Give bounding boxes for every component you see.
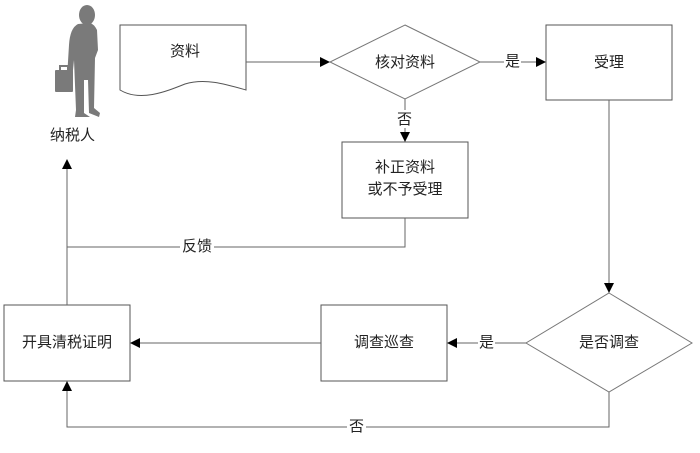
taxpayer-person-icon	[55, 5, 100, 117]
accept-label: 受理	[593, 53, 624, 71]
correct-box	[341, 141, 469, 219]
verify-label: 核对资料	[374, 53, 435, 71]
correct-label-line1: 补正资料	[374, 158, 435, 176]
edge-feedback	[67, 218, 406, 248]
certificate-label: 开具清税证明	[21, 333, 112, 351]
feedback-label: 反馈	[180, 237, 215, 255]
investigate-no-label: 否	[347, 417, 367, 435]
correct-label-line2: 或不予受理	[367, 180, 443, 198]
materials-document-shape	[119, 24, 247, 97]
verify-no-label: 否	[397, 110, 413, 128]
investigate-yes-label: 是	[478, 333, 496, 351]
verify-yes-label: 是	[504, 52, 522, 70]
edge-investigate-no	[62, 381, 610, 428]
taxpayer-label: 纳税人	[50, 126, 96, 144]
investigate-label: 是否调查	[578, 333, 639, 351]
materials-label: 资料	[169, 42, 200, 60]
accept-box	[545, 24, 673, 101]
inspect-label: 调查巡查	[353, 333, 414, 351]
inspect-box	[320, 304, 448, 382]
